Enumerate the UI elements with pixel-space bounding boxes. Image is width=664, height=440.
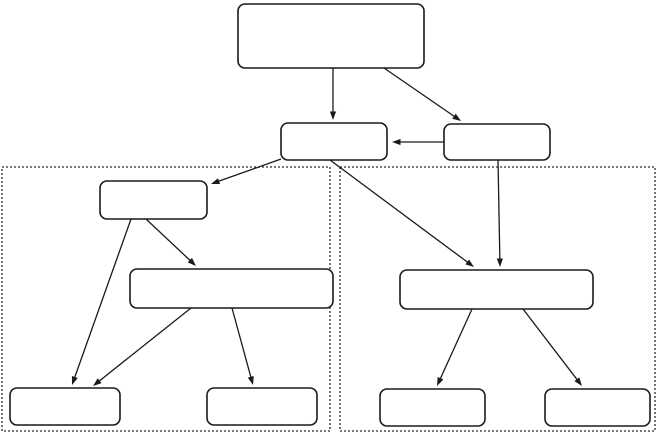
arrowhead-icon [574,377,582,386]
arrowhead-icon [247,375,254,385]
edge-n8-to-n9 [437,308,473,386]
node-n7[interactable] [206,387,318,426]
edge-line [73,218,132,379]
arrowhead-icon [329,111,337,120]
node-box[interactable] [544,388,651,427]
edge-line [329,159,469,264]
arrowhead-icon [465,259,474,267]
node-n4[interactable] [99,180,208,220]
node-box[interactable] [9,387,121,426]
edge-n1-to-n2 [329,68,337,120]
node-n1[interactable] [237,3,425,69]
edge-n5-to-n7 [231,307,254,385]
node-n3[interactable] [443,123,551,161]
arrowhead-icon [211,178,221,185]
edge-n1-to-n3 [383,67,461,121]
edge-line [522,308,579,381]
arrowhead-icon [392,138,401,146]
node-n2[interactable] [280,122,388,161]
node-box[interactable] [443,123,551,161]
edge-n5-to-n6 [93,307,192,386]
edge-n4-to-n5 [145,218,196,266]
edge-line [145,218,192,262]
node-n6[interactable] [9,387,121,426]
node-box[interactable] [399,269,594,310]
node-n9[interactable] [379,388,486,427]
arrowhead-icon [437,376,444,386]
arrowhead-icon [187,257,196,266]
node-box[interactable] [129,268,334,309]
node-n10[interactable] [544,388,651,427]
edge-n8-to-n10 [522,308,582,386]
edge-line [98,307,192,382]
node-n5[interactable] [129,268,334,309]
arrowhead-icon [71,375,78,385]
edge-n2-to-n8 [329,159,474,267]
node-box[interactable] [99,180,208,220]
edge-line [497,159,501,260]
node-group [9,3,651,427]
edge-line [439,308,473,380]
edge-line [217,158,282,183]
node-box[interactable] [206,387,318,426]
arrowhead-icon [452,113,461,121]
node-box[interactable] [237,3,425,69]
edge-line [383,67,456,118]
edge-n4-to-n6 [71,218,132,385]
edge-group [71,67,582,386]
arrowhead-icon [496,258,503,267]
edge-n3-to-n2 [392,138,444,146]
node-n8[interactable] [399,269,594,310]
edge-n2-to-n4 [211,158,282,185]
arrowhead-icon [93,378,102,386]
node-box[interactable] [280,122,388,161]
node-box[interactable] [379,388,486,427]
edge-line [231,307,252,379]
edge-n3-to-n8 [496,159,503,267]
